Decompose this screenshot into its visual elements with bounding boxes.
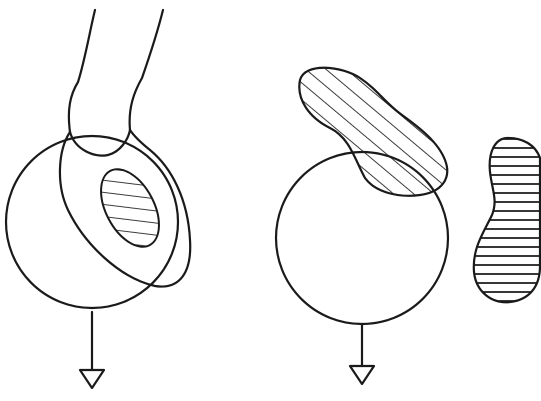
ankle-outline [70, 130, 130, 156]
hatched-foot-over-ball [299, 68, 447, 196]
right-panel [276, 68, 540, 384]
force-arrow-head-left [80, 370, 104, 388]
hatched-contact-area [89, 160, 171, 257]
leg-outline [69, 10, 163, 132]
force-arrow-head-right [350, 366, 374, 384]
left-panel [6, 10, 190, 388]
hatched-footprint [474, 138, 540, 302]
